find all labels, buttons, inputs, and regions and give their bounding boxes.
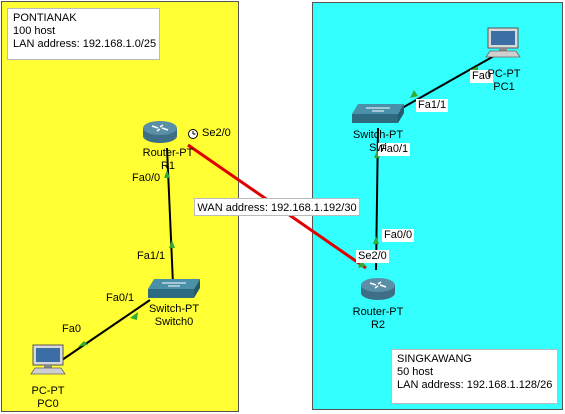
area-name: SINGKAWANG xyxy=(397,353,472,365)
port-up-pc0 xyxy=(78,341,88,347)
caption-switch0: Switch-PT Switch0 xyxy=(149,303,199,329)
port-label-swr-up: Fa1/1 xyxy=(416,99,449,112)
port-up-sw0-down xyxy=(130,312,138,320)
port-label-sw0-up: Fa1/1 xyxy=(137,250,166,262)
device-name: Swi xyxy=(369,142,387,154)
lan-address: LAN address: 192.168.1.128/26 xyxy=(397,379,553,391)
clock-icon xyxy=(188,129,198,139)
caption-pc1: PC-PT PC1 xyxy=(488,68,521,94)
port-up-swr-down xyxy=(374,150,380,158)
device-model: PC-PT xyxy=(31,385,65,397)
pontianak-note: PONTIANAK 100 host LAN address: 192.168.… xyxy=(7,8,160,60)
link-switch0-pc0[interactable] xyxy=(61,299,151,361)
caption-r2: Router-PT R2 xyxy=(353,306,404,332)
port-label-pc1: Fa0 xyxy=(470,70,493,83)
port-label-sw0-down: Fa0/1 xyxy=(106,292,135,304)
port-label-r2-fa: Fa0/0 xyxy=(382,229,415,242)
link-r1-switch0[interactable] xyxy=(166,147,174,285)
device-model: Switch-PT xyxy=(352,129,404,141)
pc-pc1[interactable] xyxy=(485,27,521,58)
device-model: Router-PT xyxy=(352,306,404,318)
port-up-r1-fa xyxy=(164,170,170,178)
device-name: PC1 xyxy=(493,81,515,93)
switch-right[interactable] xyxy=(352,104,404,123)
device-model: Switch-PT xyxy=(148,303,200,315)
device-name: R1 xyxy=(160,160,176,172)
switch-switch0[interactable] xyxy=(148,279,200,298)
device-name: PC0 xyxy=(37,398,59,410)
port-label-r1-fa: Fa0/0 xyxy=(132,172,161,184)
caption-switch-right: Switch-PT Swi xyxy=(353,129,403,155)
router-r1[interactable] xyxy=(143,121,177,143)
device-model: PC-PT xyxy=(487,68,521,80)
singkawang-note: SINGKAWANG 50 host LAN address: 192.168.… xyxy=(391,349,558,404)
device-name: Switch0 xyxy=(154,316,194,328)
port-up-sw0-up xyxy=(169,240,175,248)
link-r2-switch-right[interactable] xyxy=(375,127,379,271)
port-label-pc0: Fa0 xyxy=(62,323,81,335)
area-name: PONTIANAK xyxy=(13,12,77,24)
port-label-r2-se: Se2/0 xyxy=(356,250,389,263)
lan-address: LAN address: 192.168.1.0/25 xyxy=(13,38,157,50)
link-switch-right-pc1[interactable] xyxy=(394,55,495,113)
port-label-r1-se: Se2/0 xyxy=(202,127,231,139)
port-label-swr-down: Fa0/1 xyxy=(378,143,411,156)
pc-pc0[interactable] xyxy=(30,344,66,375)
port-up-swr-up xyxy=(410,90,418,98)
host-count: 50 host xyxy=(397,366,434,378)
port-up-r2-se xyxy=(358,260,366,268)
wan-address-label: WAN address: 192.168.1.192/30 xyxy=(194,198,360,216)
router-r2[interactable] xyxy=(361,278,395,300)
caption-pc0: PC-PT PC0 xyxy=(32,385,65,411)
host-count: 100 host xyxy=(13,25,56,37)
caption-r1: Router-PT R1 xyxy=(143,147,194,173)
device-model: Router-PT xyxy=(142,147,194,159)
port-up-r2-fa xyxy=(373,236,379,244)
device-name: R2 xyxy=(370,319,386,331)
